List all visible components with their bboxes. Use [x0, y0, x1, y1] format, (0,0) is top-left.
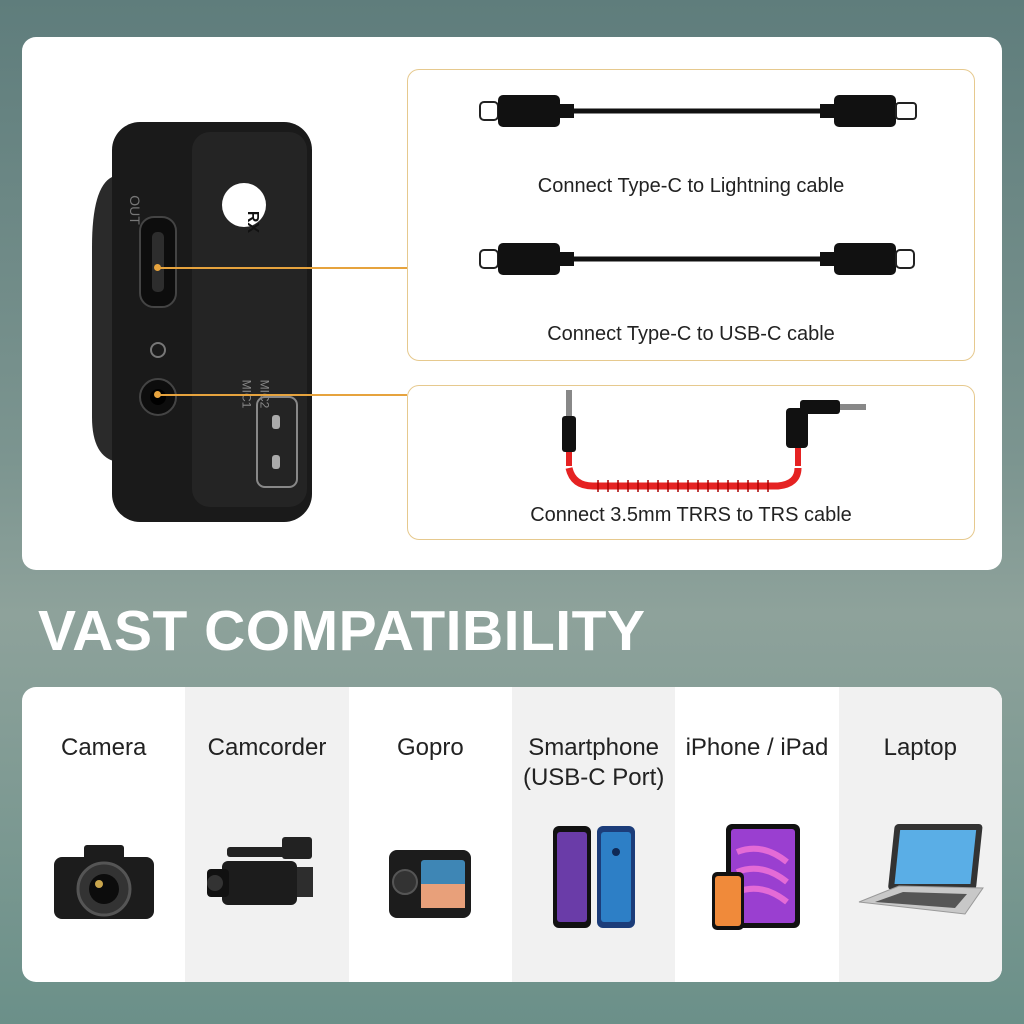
- camera-icon: [53, 845, 154, 919]
- rx-badge-text: RX: [244, 210, 261, 234]
- gopro-icon: [389, 850, 472, 918]
- device-label-iphone-ipad: iPhone / iPad: [685, 734, 829, 761]
- cable-label-lightning: Connect Type-C to Lightning cable: [537, 175, 845, 197]
- usb-port-leader-line: [160, 267, 407, 269]
- usb-cables-box: Connect Type-C to Lightning cable Connec…: [407, 69, 975, 361]
- headline: VAST COMPATIBILITY: [38, 599, 646, 663]
- trrs-to-trs-coiled-cable-icon: [562, 390, 866, 492]
- device-label-camera: Camera: [60, 734, 147, 761]
- devices-panel: Camera Camcorder Gopro Sm: [22, 687, 1002, 982]
- device-column-gopro: Gopro: [349, 687, 512, 982]
- device-column-laptop: Laptop: [838, 687, 1002, 982]
- smartphone-label-line2: (USB-C Port): [522, 764, 665, 791]
- type-c-to-lightning-cable-icon: [479, 95, 917, 127]
- rx-receiver-device: [92, 122, 312, 522]
- smartphone-icon: [552, 826, 635, 928]
- jack-leader-line: [160, 394, 407, 396]
- device-label-camcorder: Camcorder: [207, 734, 327, 761]
- device-label-smartphone: Smartphone (USB-C Port): [512, 733, 675, 793]
- audio-cable-box: Connect 3.5mm TRRS to TRS cable: [407, 385, 975, 540]
- device-label-laptop: Laptop: [883, 734, 957, 761]
- cable-label-trrs: Connect 3.5mm TRRS to TRS cable: [530, 504, 852, 526]
- cable-label-usb-c: Connect Type-C to USB-C cable: [547, 323, 835, 345]
- laptop-icon: [859, 824, 985, 915]
- out-port-label: OUT: [126, 195, 143, 225]
- device-column-iphone-ipad: iPhone / iPad: [675, 687, 838, 982]
- device-column-smartphone: Smartphone (USB-C Port): [511, 687, 676, 982]
- iphone-ipad-icon: [711, 824, 800, 930]
- device-column-camera: Camera: [22, 687, 185, 982]
- usb-port-pointer-dot: [154, 264, 161, 271]
- device-label-gopro: Gopro: [396, 734, 464, 761]
- smartphone-label-line1: Smartphone: [528, 734, 660, 761]
- cables-panel: RX OUT MIC1 MIC2 Connect Type-C to Light…: [22, 37, 1002, 570]
- jack-pointer-dot: [154, 391, 161, 398]
- type-c-to-usb-c-cable-icon: [479, 243, 915, 275]
- camcorder-icon: [206, 837, 313, 905]
- device-column-camcorder: Camcorder: [185, 687, 349, 982]
